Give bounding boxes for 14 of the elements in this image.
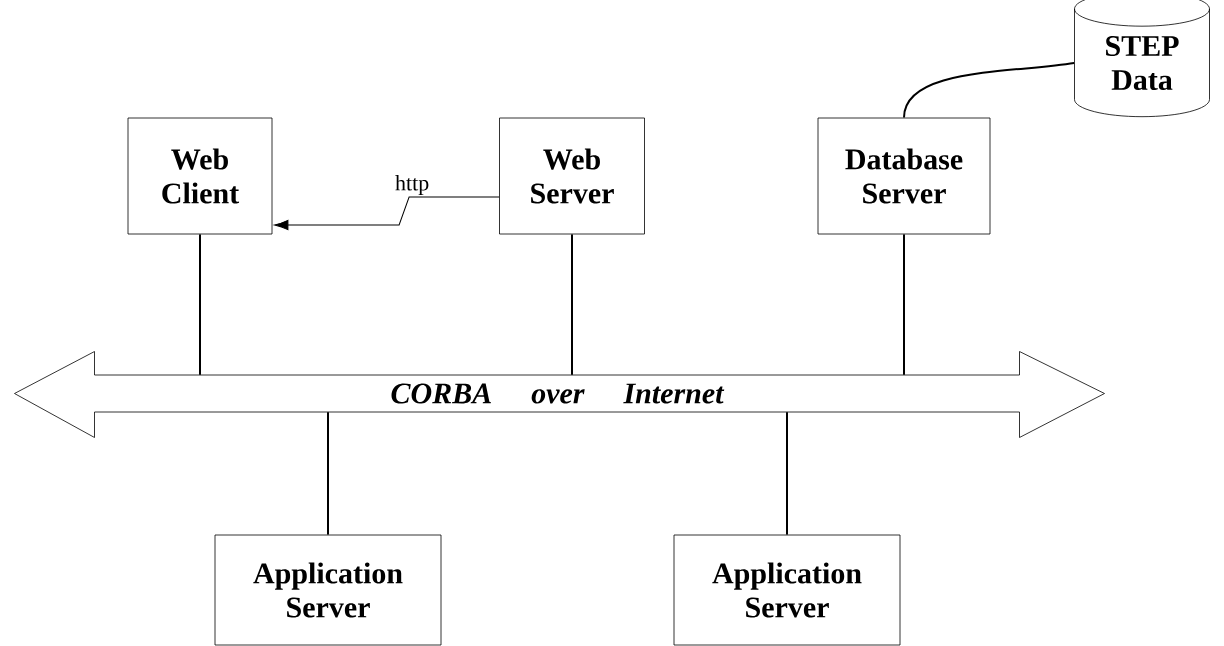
connector-line — [903, 233, 905, 376]
server-box: Application Server — [673, 534, 901, 646]
server-box: Web Client — [127, 117, 273, 235]
edge-label: http — [394, 174, 431, 196]
connector-line — [199, 233, 201, 376]
database-cylinder: STEP Data — [1074, 0, 1210, 118]
server-box: Database Server — [817, 117, 991, 235]
connector-line — [571, 233, 573, 376]
connector-line — [786, 411, 788, 536]
connector-line — [903, 62, 1076, 119]
arrow — [274, 219, 289, 231]
connector-line — [327, 411, 329, 536]
server-box: Web Server — [499, 117, 645, 235]
server-box: Application Server — [214, 534, 442, 646]
